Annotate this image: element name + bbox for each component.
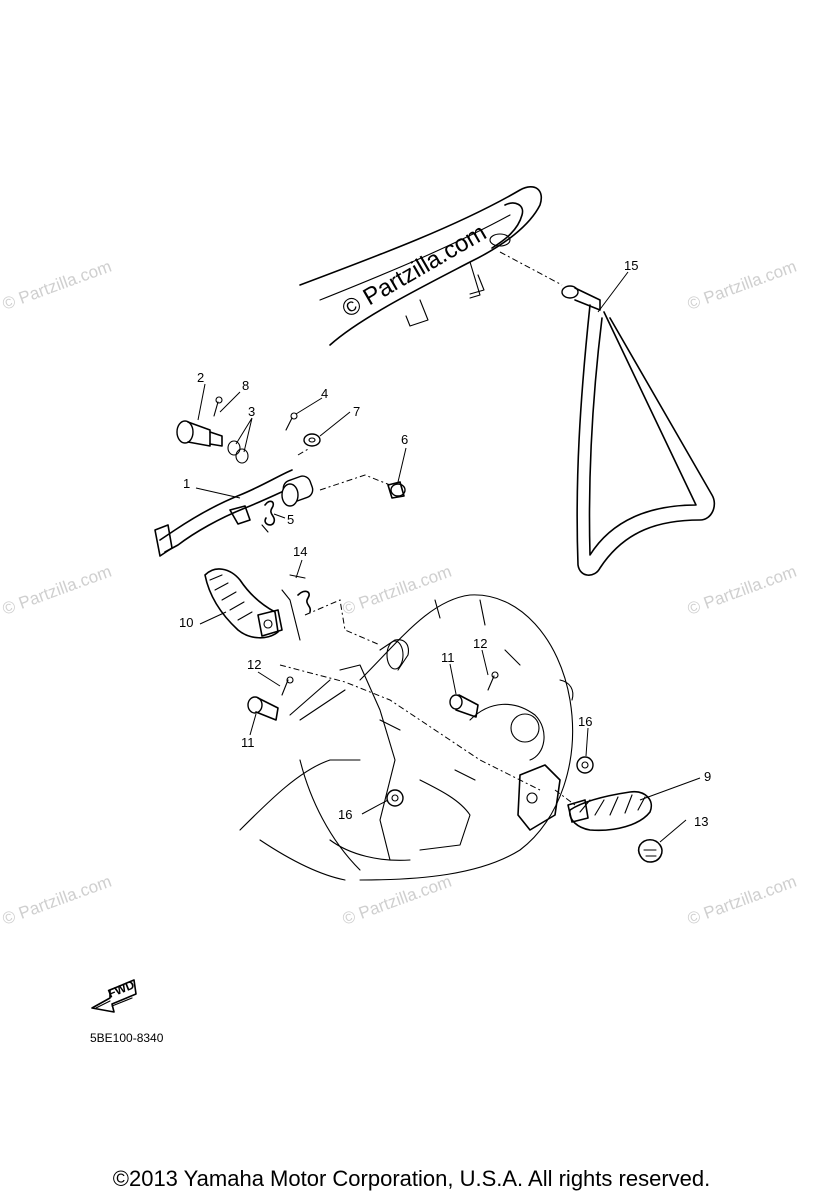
- watermark-text: © Partzilla.com: [0, 562, 114, 619]
- callout-11: 11: [241, 735, 255, 750]
- callout-6: 6: [401, 432, 408, 447]
- cotter-pin-4: [285, 412, 298, 431]
- copyright-notice: ©2013 Yamaha Motor Corporation, U.S.A. A…: [112, 1166, 711, 1191]
- callout-2: 2: [197, 370, 204, 385]
- watermark-text: © Partzilla.com: [685, 257, 799, 314]
- callout-11: 11: [441, 650, 455, 665]
- footrest-bolt-left: [247, 676, 294, 721]
- callout-7: 7: [353, 404, 360, 419]
- leader-lines: [195, 271, 701, 843]
- callout-16: 16: [578, 714, 592, 729]
- callout-12: 12: [247, 657, 261, 672]
- callout-3: 3: [248, 404, 255, 419]
- footrest-right: [567, 790, 652, 832]
- callout-15: 15: [624, 258, 638, 273]
- watermark-main: © Partzilla.com: [338, 219, 492, 323]
- callout-14: 14: [293, 544, 307, 559]
- pivot-bolt: [176, 420, 223, 447]
- callout-4: 4: [321, 386, 328, 401]
- fwd-arrow-icon: FWD: [91, 977, 137, 1013]
- watermark-text: © Partzilla.com: [340, 872, 454, 929]
- watermark-text: © Partzilla.com: [0, 257, 114, 314]
- watermark-text: © Partzilla.com: [340, 562, 454, 619]
- frame-lower: [239, 594, 574, 881]
- collar-16a: [576, 756, 594, 774]
- return-spring: [281, 574, 312, 641]
- spring-clip: [637, 838, 663, 863]
- footrest-bracket-right: [517, 764, 576, 831]
- clevis-pin-6: [319, 474, 406, 499]
- watermark-group: © Partzilla.com © Partzilla.com © Partzi…: [0, 257, 799, 929]
- callouts: 1 2 3 4 5 6 7 8 9 10 11 11 12 12 13 14 1…: [179, 258, 711, 829]
- callout-8: 8: [242, 378, 249, 393]
- watermark-text: © Partzilla.com: [685, 872, 799, 929]
- callout-5: 5: [287, 512, 294, 527]
- callout-12: 12: [473, 636, 487, 651]
- callout-13: 13: [694, 814, 708, 829]
- spring-5: [261, 500, 276, 533]
- callout-1: 1: [183, 476, 190, 491]
- footrest-left: [204, 568, 283, 639]
- fwd-label: FWD: [106, 977, 137, 1000]
- collar-16b: [386, 789, 404, 807]
- brake-pedal: [154, 469, 314, 557]
- cotter-pin-8: [213, 396, 223, 417]
- watermark-text: © Partzilla.com: [0, 872, 114, 929]
- washer-7: [303, 433, 321, 447]
- watermark-text: © Partzilla.com: [685, 562, 799, 619]
- callout-9: 9: [704, 769, 711, 784]
- callout-10: 10: [179, 615, 193, 630]
- callout-16: 16: [338, 807, 352, 822]
- sidestand: [499, 251, 716, 576]
- footrest-bolt-right: [449, 671, 499, 718]
- frame-upper: [299, 186, 542, 346]
- o-rings: [227, 440, 249, 464]
- diagram-code: 5BE100-8340: [90, 1031, 164, 1045]
